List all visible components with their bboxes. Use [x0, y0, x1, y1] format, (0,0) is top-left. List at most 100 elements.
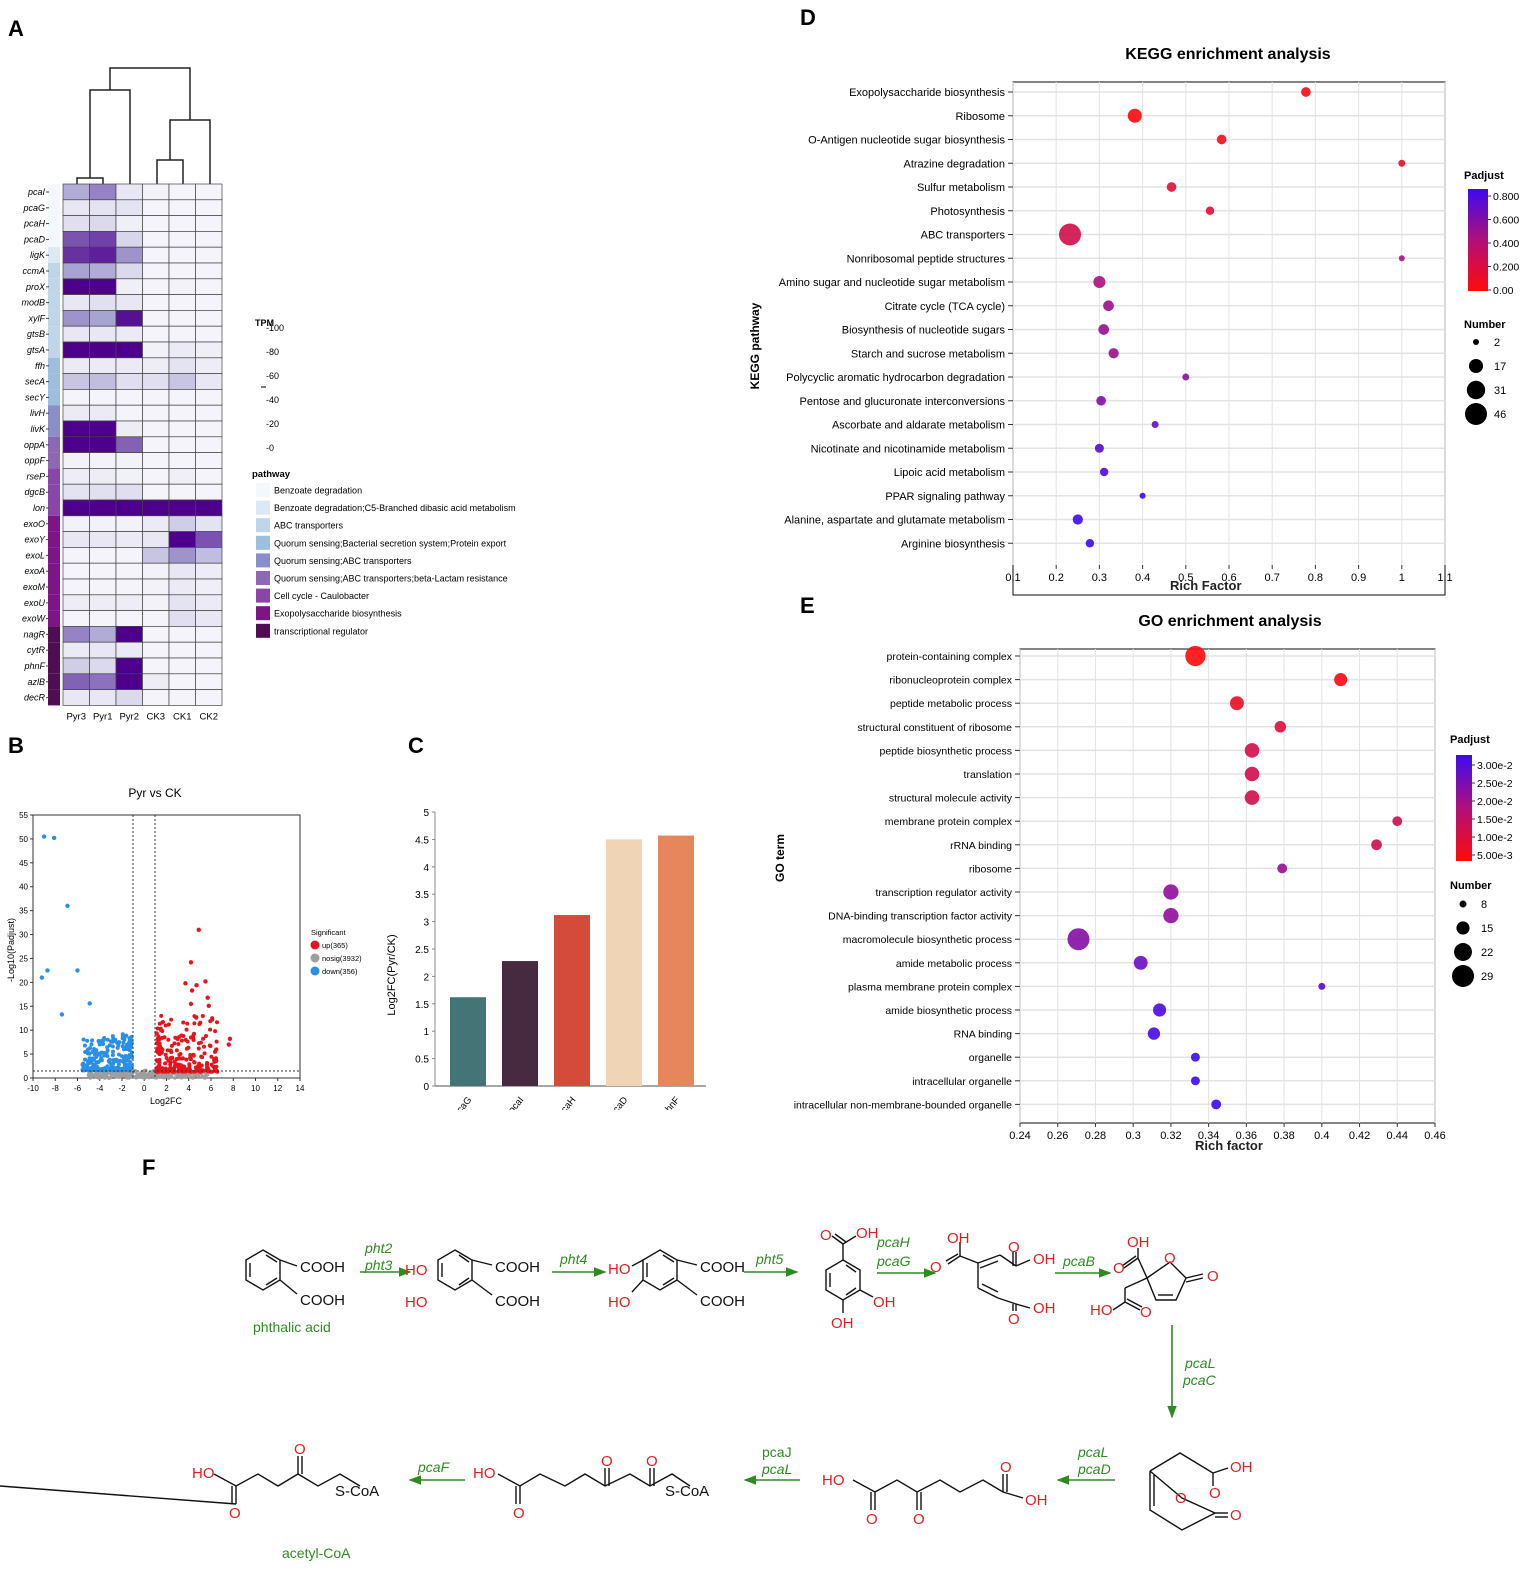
heatmap-cell [62, 231, 90, 248]
heatmap-cell [115, 657, 143, 675]
heatmap-cell [168, 483, 196, 501]
heatmap-cell [115, 452, 143, 469]
category-label: Ascorbate and aldarate metabolism [832, 420, 1005, 432]
enzyme-pcaF: pcaF [417, 1459, 451, 1475]
heatmap-cell [115, 231, 143, 248]
volcano-ylabel: -Log10(Padjust) [6, 918, 16, 982]
heatmap-cell [168, 199, 196, 216]
heatmap-cell [142, 547, 170, 564]
heatmap-cell [115, 278, 143, 295]
heatmap-cell [168, 468, 196, 485]
enrichment-dot [1211, 1099, 1222, 1110]
category-label: amide biosynthetic process [885, 1005, 1012, 1017]
volcano-ytick: 55 [19, 811, 28, 820]
enzyme-pht4: pht4 [559, 1251, 587, 1267]
enrichment-dot [1151, 421, 1159, 428]
heatmap-cell [195, 657, 223, 675]
oh-label: OH [1033, 1251, 1056, 1268]
xtick: 0.24 [1009, 1130, 1030, 1142]
gene-label: pcaG [22, 203, 45, 213]
heatmap-cell [115, 578, 143, 596]
heatmap-cell [89, 594, 117, 611]
heatmap-cell [115, 215, 143, 232]
volcano-ytick: 5 [24, 1050, 29, 1059]
gene-label: exoA [24, 566, 45, 576]
volcano-xtick: -6 [74, 1084, 82, 1093]
kegg-padj-title: Padjust [1464, 170, 1504, 182]
ho-label: HO [608, 1294, 631, 1311]
bar-ytick: 3 [423, 918, 429, 929]
o-label: O [1164, 1250, 1176, 1267]
heatmap-cell [168, 547, 196, 564]
xtick: 1 [1399, 572, 1405, 584]
pathway-legend-label: Quorum sensing;Bacterial secretion syste… [274, 538, 507, 548]
heatmap-cell [62, 420, 90, 438]
category-label: transcription regulator activity [875, 887, 1012, 899]
heatmap-cell [115, 262, 143, 280]
heatmap-cell [89, 310, 117, 327]
o-label: O [820, 1227, 832, 1244]
o-label: O [930, 1259, 942, 1276]
enrichment-dot [1096, 395, 1106, 406]
heatmap-cell [62, 673, 90, 690]
padj-tick: 1.50e-2 [1477, 814, 1513, 826]
padj-tick: 2.50e-2 [1477, 778, 1513, 790]
enrichment-dot [1205, 206, 1215, 215]
category-label: membrane protein complex [885, 816, 1013, 828]
category-label: peptide metabolic process [890, 698, 1012, 710]
heatmap-cell [89, 231, 117, 248]
heatmap-cell [195, 310, 223, 327]
heatmap-cell [89, 420, 117, 438]
heatmap-cell [168, 420, 196, 438]
heatmap-cell [62, 357, 90, 374]
enzyme-pcaH: pcaH [876, 1234, 911, 1250]
size-legend-label: 2 [1494, 337, 1500, 349]
heatmap-cell [115, 531, 143, 548]
heatmap-cell [142, 215, 170, 232]
panel-label-d: D [800, 5, 816, 30]
heatmap-cell [168, 626, 196, 643]
heatmap-cell [168, 689, 196, 706]
heatmap-cell [195, 641, 223, 659]
enzyme-pcaL: pcaL [1077, 1444, 1108, 1460]
enzyme-pcaG: pcaG [876, 1253, 911, 1269]
pathway-annotation-cell [48, 215, 60, 232]
enrichment-dot [1098, 324, 1110, 335]
bar-ytick: 4.5 [415, 835, 429, 846]
pathway-annotation-cell [48, 310, 60, 327]
o-label: O [601, 1453, 613, 1470]
o-label: O [913, 1511, 925, 1528]
heatmap-cell [89, 610, 117, 627]
pathway-legend-label: Cell cycle - Caulobacter [274, 591, 369, 601]
sample-label: CK1 [173, 711, 191, 722]
category-label: Nicotinate and nicotinamide metabolism [811, 443, 1005, 455]
category-label: ribosome [969, 863, 1012, 875]
heatmap-cell [62, 246, 90, 264]
oh-label: OH [1025, 1492, 1048, 1509]
heatmap-cell [89, 483, 117, 501]
category-label: Photosynthesis [930, 206, 1005, 218]
volcano-xtick: 6 [209, 1084, 214, 1093]
pathway-annotation-cell [48, 579, 60, 595]
gene-label: pcaD [23, 234, 46, 244]
volcano-xtick: -8 [52, 1084, 60, 1093]
bar-ytick: 2 [423, 972, 429, 983]
gene-label: phnF [23, 661, 45, 671]
kegg-dots [1059, 87, 1406, 548]
kegg-pathway-labels: Exopolysaccharide biosynthesisRibosomeO-… [779, 87, 1006, 550]
xtick: 0.2 [1049, 572, 1064, 584]
heatmap-cell [168, 499, 196, 517]
heatmap-cell [168, 341, 196, 359]
heatmap-cell [115, 515, 143, 532]
go-ylabel: GO term [773, 834, 787, 882]
gene-label: exoY [24, 535, 46, 545]
o-label: O [1209, 1485, 1221, 1502]
padj-tick: 0.00 [1493, 285, 1514, 297]
enrichment-dot [1133, 955, 1148, 970]
heatmap-cell [89, 547, 117, 564]
heatmap-cell [142, 468, 170, 485]
bar-ytick: 5 [423, 808, 429, 819]
o-label: O [1008, 1239, 1020, 1256]
heatmap-cell [115, 547, 143, 564]
